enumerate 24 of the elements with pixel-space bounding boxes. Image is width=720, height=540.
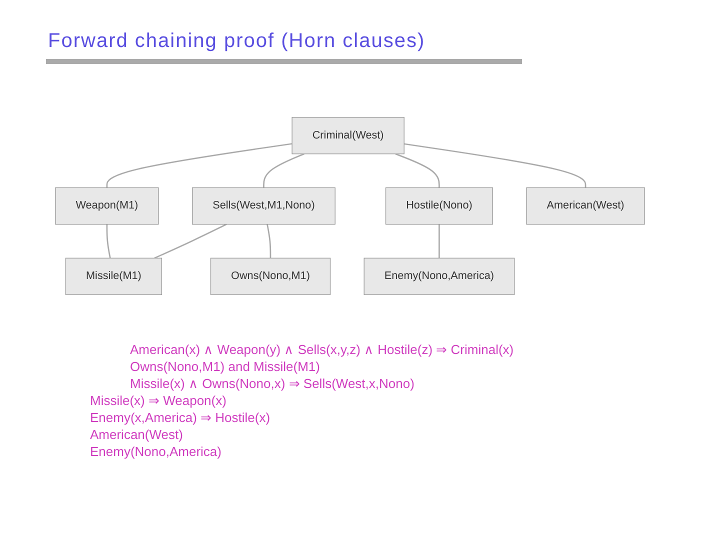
rule-text: Missile(x) ∧ Owns(Nono,x) ⇒ Sells(West,x,Nono) bbox=[129, 376, 416, 391]
node-box: Hostile(Nono) bbox=[385, 187, 493, 225]
connector bbox=[266, 224, 272, 258]
rule-text: Enemy(Nono,America) bbox=[90, 444, 222, 459]
connector bbox=[404, 143, 586, 188]
rule-text: Missile(x) ⇒ Weapon(x) bbox=[90, 393, 228, 408]
connector bbox=[106, 224, 111, 258]
node-box: American(West) bbox=[526, 187, 645, 225]
slide-title: Forward chaining proof (Horn clauses) bbox=[48, 30, 426, 53]
rule-text: Enemy(x,America) ⇒ Hostile(x) bbox=[90, 410, 272, 425]
connector bbox=[438, 224, 440, 258]
rule-text: American(West) bbox=[90, 427, 184, 442]
connector bbox=[395, 153, 440, 188]
node-box: Owns(Nono,M1) bbox=[210, 258, 331, 296]
node-box: Missile(M1) bbox=[65, 258, 162, 296]
connector bbox=[106, 143, 292, 188]
rule-text: American(x) ∧ Weapon(y) ∧ Sells(x,y,z) ∧ Hostile(z) ⇒ Criminal(x) bbox=[129, 342, 515, 357]
node-box: Sells(West,M1,Nono) bbox=[192, 187, 336, 225]
rule-text: Owns(Nono,M1) and Missile(M1) bbox=[129, 359, 321, 374]
connector bbox=[263, 153, 305, 188]
node-box: Criminal(West) bbox=[292, 116, 404, 154]
connector bbox=[154, 224, 227, 259]
node-box: Weapon(M1) bbox=[55, 187, 159, 225]
node-box: Enemy(Nono,America) bbox=[364, 258, 515, 296]
